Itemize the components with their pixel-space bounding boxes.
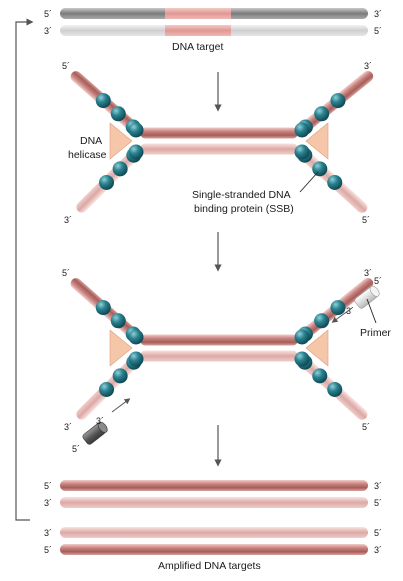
primer-cap <box>97 421 108 433</box>
ssb-label-line2: binding protein (SSB) <box>194 203 294 215</box>
ssb-protein <box>95 93 111 109</box>
ssb-protein <box>128 122 144 138</box>
ssb-protein <box>312 368 328 384</box>
central-strand-bottom <box>140 350 298 362</box>
ssb-protein <box>110 313 126 329</box>
helicase-shape <box>109 122 133 160</box>
primer-approach-arrow <box>331 307 353 323</box>
label-5prime: 5´ <box>374 276 382 286</box>
primer-approach-arrow <box>111 398 131 413</box>
dna-target-label: DNA target <box>172 41 223 53</box>
product-strand <box>60 544 368 555</box>
ssb-protein <box>327 174 343 190</box>
amplified-products-group: 5´ 3´ 3´ 5´ 3´ 5´ 5´ 3´ Amplified DNA ta… <box>44 480 382 572</box>
ssb-protein <box>294 351 310 367</box>
ssb-protein <box>128 351 144 367</box>
ssb-protein <box>330 300 346 316</box>
label-5prime: 5´ <box>62 268 70 278</box>
ssb-protein <box>312 161 328 177</box>
label-3prime: 3´ <box>374 481 382 491</box>
label-5prime: 5´ <box>374 498 382 508</box>
ssb-protein <box>99 381 115 397</box>
ssb-protein <box>128 329 144 345</box>
ssb-protein <box>330 93 346 109</box>
primer-pointer <box>366 298 377 324</box>
ssb-protein <box>294 329 310 345</box>
label-3prime: 3´ <box>364 61 372 71</box>
label-5prime: 5´ <box>44 545 52 555</box>
primer-white <box>354 285 380 309</box>
label-5prime: 5´ <box>44 9 52 19</box>
ssb-label-line1: Single-stranded DNA <box>192 189 291 201</box>
primer-label: Primer <box>360 327 391 339</box>
cycle-return-line <box>15 18 34 521</box>
ssb-protein <box>110 106 126 122</box>
ssb-protein <box>314 313 330 329</box>
label-3prime: 3´ <box>64 422 72 432</box>
central-strand-bottom <box>140 143 298 155</box>
ssb-pointer <box>299 171 319 193</box>
label-3prime: 3´ <box>44 498 52 508</box>
primer-dark <box>82 421 108 445</box>
ssb-protein <box>314 106 330 122</box>
label-5prime: 5´ <box>374 26 382 36</box>
dna-helicase-label-line1: DNA <box>80 135 102 147</box>
ssb-protein <box>112 161 128 177</box>
ssb-protein <box>294 122 310 138</box>
amplified-targets-label: Amplified DNA targets <box>158 560 261 572</box>
target-region-top <box>165 8 231 19</box>
label-5prime: 5´ <box>362 215 370 225</box>
ssb-protein <box>95 300 111 316</box>
product-strand <box>60 480 368 491</box>
helicase-shape <box>305 122 329 160</box>
label-5prime: 5´ <box>374 528 382 538</box>
ssb-protein <box>112 368 128 384</box>
label-5prime: 5´ <box>44 481 52 491</box>
label-3prime: 3´ <box>346 306 354 316</box>
ssb-protein <box>294 144 310 160</box>
helicase-shape <box>109 329 133 367</box>
central-strand-top <box>140 334 298 346</box>
label-5prime: 5´ <box>362 422 370 432</box>
dna-helicase-label-line2: helicase <box>68 149 107 161</box>
label-3prime: 3´ <box>374 545 382 555</box>
ssb-protein <box>99 174 115 190</box>
label-3prime: 3´ <box>44 528 52 538</box>
replication-fork-1: 5´ 3´ 3´ 5´ <box>62 61 374 225</box>
label-3prime: 3´ <box>96 416 104 426</box>
ssb-protein <box>128 144 144 160</box>
replication-fork-2: 5´3´3´5´3´5´3´5´ <box>62 268 382 454</box>
target-region-bottom <box>165 25 231 36</box>
ssb-protein <box>327 381 343 397</box>
product-strand <box>60 527 368 538</box>
product-strand <box>60 497 368 508</box>
helicase-shape <box>305 329 329 367</box>
label-5prime: 5´ <box>62 61 70 71</box>
dna-target-group: 5´ 3´ 3´ 5´ DNA target <box>44 8 382 53</box>
primer-cap <box>369 285 380 297</box>
central-strand-top <box>140 127 298 139</box>
label-3prime: 3´ <box>364 268 372 278</box>
label-3prime: 3´ <box>44 26 52 36</box>
label-5prime: 5´ <box>72 444 80 454</box>
label-3prime: 3´ <box>64 215 72 225</box>
label-3prime: 3´ <box>374 9 382 19</box>
